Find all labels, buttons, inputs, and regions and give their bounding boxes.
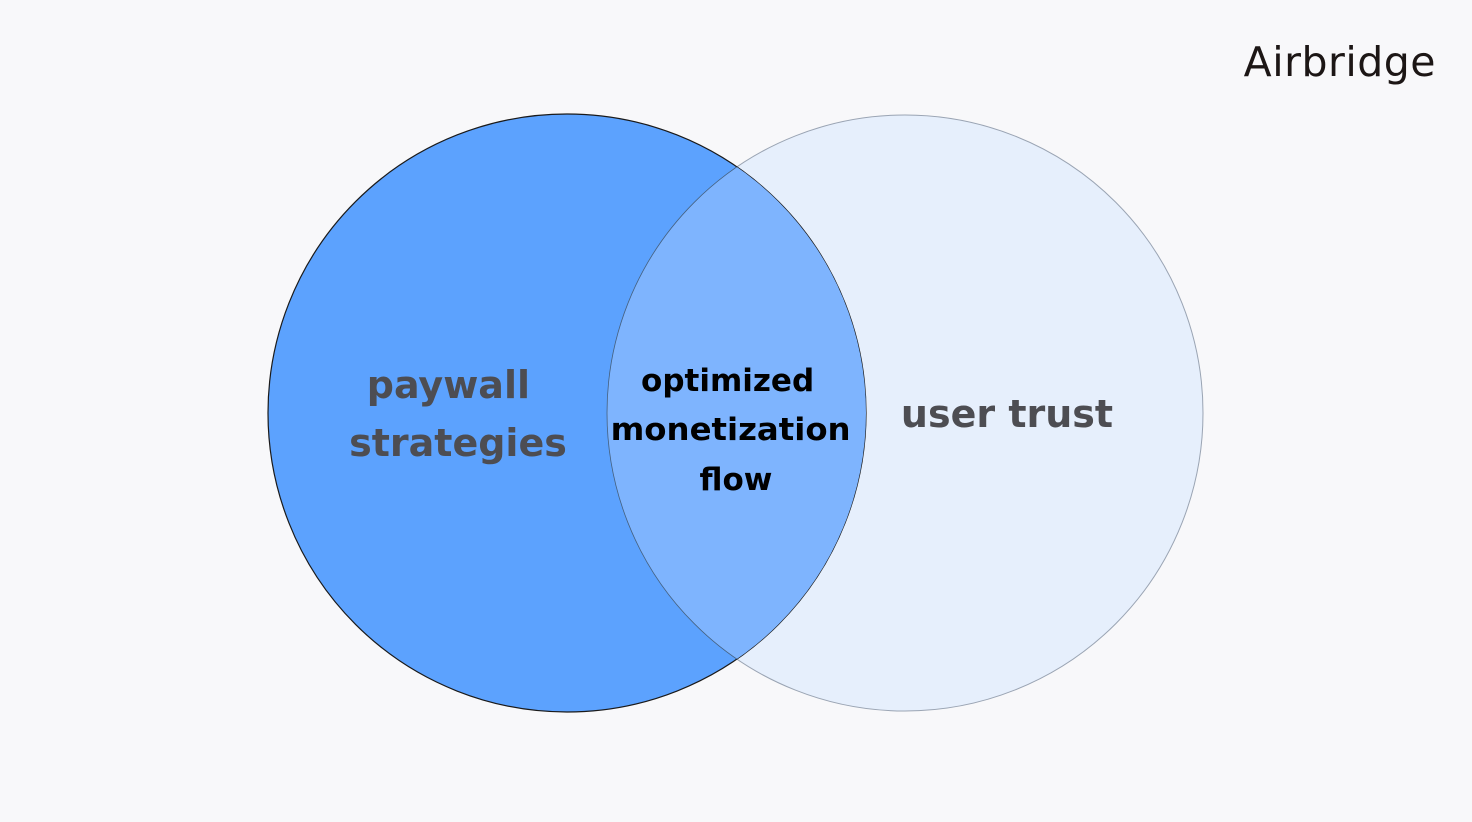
overlap-label-line: monetization — [611, 412, 851, 448]
left-label-line: strategies — [349, 421, 567, 465]
right-circle-label: user trust — [901, 392, 1113, 436]
overlap-label: optimized monetization flow — [611, 363, 862, 498]
left-label-line: paywall — [367, 363, 530, 407]
overlap-label-line: optimized — [641, 363, 814, 399]
right-label-line: user trust — [901, 392, 1113, 436]
brand-logo: Airbridge — [1243, 38, 1436, 86]
left-circle-label: paywall strategies — [349, 363, 567, 465]
overlap-label-line: flow — [700, 462, 773, 498]
overlap-region — [606, 114, 866, 712]
